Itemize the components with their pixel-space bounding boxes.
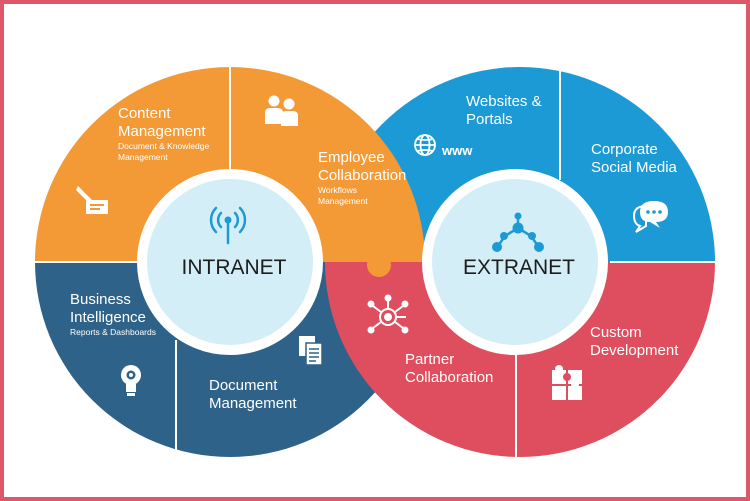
puzzle-knob	[367, 253, 391, 277]
extranet-label: EXTRANET	[462, 256, 575, 279]
puzzle-pieces-icon	[552, 365, 582, 400]
documents-icon	[299, 336, 323, 366]
extranet-hub	[422, 169, 608, 355]
lightbulb-gear-icon	[121, 365, 141, 396]
intranet-hub	[137, 169, 323, 355]
antenna-icon	[209, 206, 247, 245]
intranet-label: INTRANET	[181, 256, 287, 279]
business-intelligence-subtitle: Reports & Dashboards	[70, 327, 156, 337]
ring-segments	[30, 62, 720, 460]
pen-writing-icon	[76, 186, 108, 214]
www-label: www	[442, 143, 473, 158]
people-icon	[265, 95, 298, 126]
segment-dividers	[30, 62, 720, 460]
chat-bubbles-icon	[632, 201, 668, 233]
websites-portals-title: Websites &Portals	[466, 93, 542, 128]
hub-target-icon	[367, 294, 409, 334]
globe-icon	[414, 134, 436, 156]
network-nodes-icon	[492, 212, 544, 252]
websites-portals-block: Websites &Portals	[466, 93, 566, 129]
